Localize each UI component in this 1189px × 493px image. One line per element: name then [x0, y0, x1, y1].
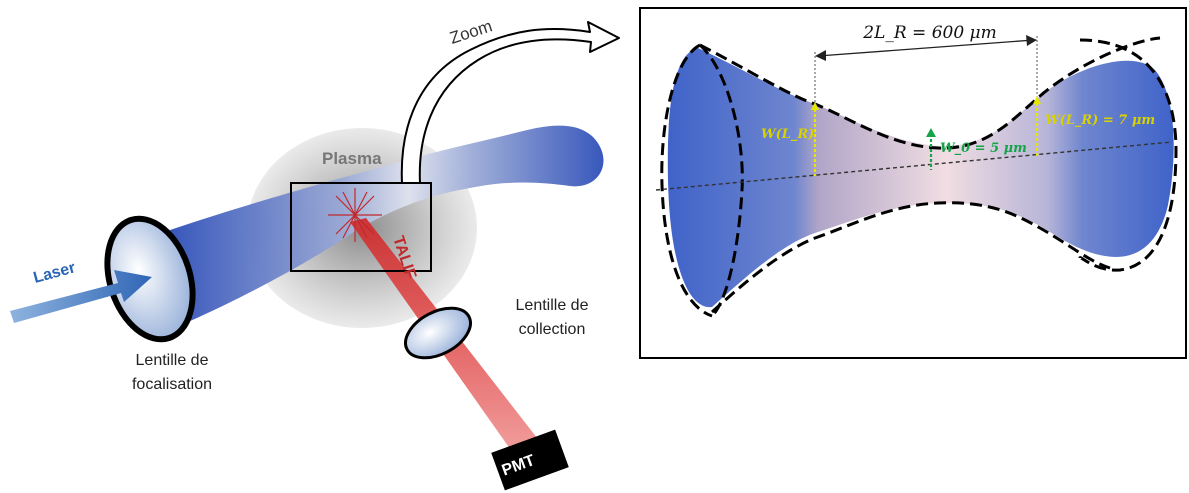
- width-left-label: W(L_R): [761, 127, 814, 142]
- collection-lens-label-line1: Lentille de: [516, 297, 589, 314]
- width-marker-right-head: [1033, 96, 1041, 104]
- laser-beam: [170, 125, 604, 322]
- focusing-lens-label-line1: Lentille de: [136, 352, 209, 369]
- plasma-label: Plasma: [322, 149, 382, 168]
- collection-lens: [404, 306, 472, 360]
- beam-envelope-top-right: [1078, 38, 1178, 272]
- beam-envelope-bottom: [710, 201, 1111, 314]
- beam-envelope-left: [660, 43, 713, 318]
- focusing-lens-label-line2: focalisation: [132, 376, 212, 393]
- curved-arrow-icon: [400, 21, 620, 184]
- width-marker-left-head: [811, 102, 819, 110]
- collection-lens-label-line2: collection: [519, 321, 586, 338]
- zoom-panel: 2L_R = 600 μm W(L_R) W(L_R) = 7 μm W_0 =…: [639, 7, 1187, 359]
- waist-marker-head: [926, 128, 936, 137]
- width-right-label: W(L_R) = 7 μm: [1045, 113, 1155, 128]
- beam-envelope-top: [699, 36, 1161, 150]
- arrow-icon: [10, 270, 152, 323]
- beam-left-face: [698, 43, 744, 318]
- waist-label: W_0 = 5 μm: [940, 141, 1027, 156]
- optical-axis: [655, 141, 1173, 191]
- rayleigh-length-label: 2L_R = 600 μm: [862, 23, 996, 43]
- fluorescence-burst-icon: [328, 188, 382, 242]
- rayleigh-arrowhead-left: [815, 50, 826, 61]
- rayleigh-arrowhead-right: [1026, 35, 1037, 46]
- laser-label: Laser: [32, 259, 78, 286]
- rayleigh-arrow: [817, 39, 1035, 57]
- detector-icon: [491, 429, 569, 491]
- gaussian-beam-shape: [667, 48, 1174, 308]
- zoom-region-box: [290, 182, 432, 272]
